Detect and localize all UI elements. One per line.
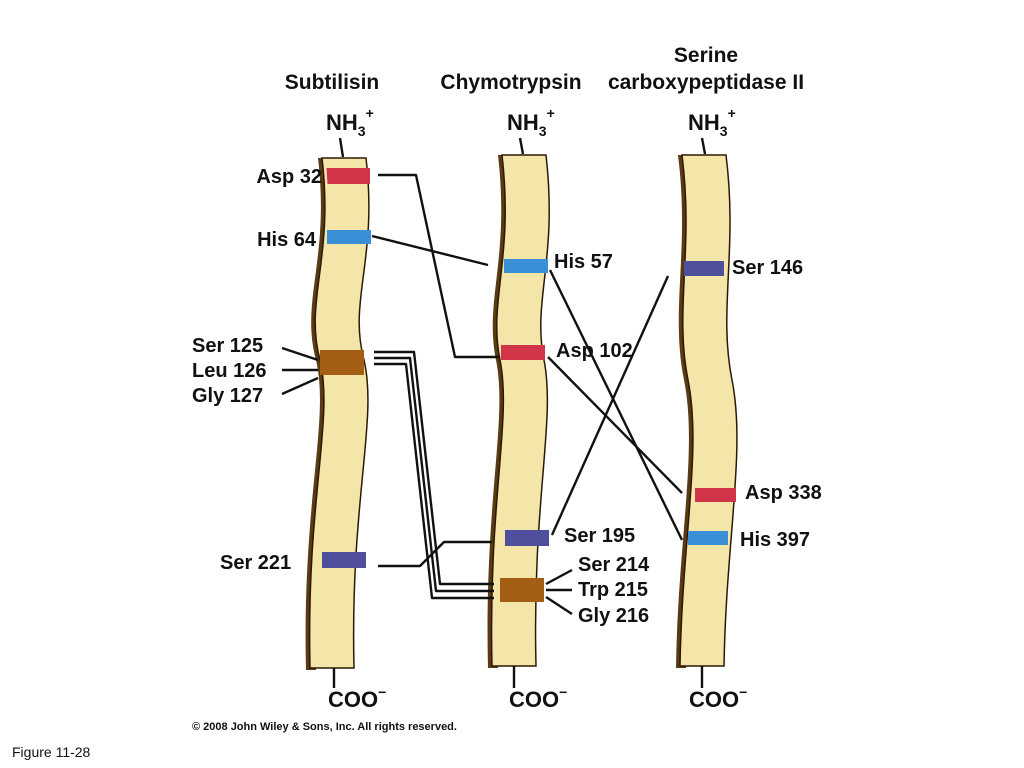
title-serine: Serine — [674, 44, 738, 67]
c-terminus-chymotrypsin: COO− — [509, 684, 567, 712]
label-ser221: Ser 221 — [220, 552, 291, 574]
connector-lines — [371, 173, 684, 600]
band-asp102 — [501, 345, 545, 360]
label-ser125: Ser 125 — [192, 335, 263, 357]
svg-text:NH3+: NH3+ — [326, 105, 374, 139]
n-terminus-carboxypeptidase: NH3+ — [688, 105, 736, 139]
strand-subtilisin — [305, 157, 371, 670]
leader-ser214 — [545, 568, 573, 586]
strand-chymotrypsin — [487, 154, 550, 668]
n-tick-chymotrypsin — [518, 137, 525, 155]
label-his57: His 57 — [554, 251, 613, 273]
band-ser195 — [505, 530, 549, 546]
label-trp215: Trp 215 — [578, 579, 648, 601]
band-ser146 — [684, 261, 724, 276]
title-carboxypeptidase: carboxypeptidase II — [608, 71, 804, 94]
title-chymotrypsin: Chymotrypsin — [440, 71, 581, 94]
n-terminus-subtilisin: NH3+ — [326, 105, 374, 139]
svg-text:NH3+: NH3+ — [688, 105, 736, 139]
label-ser195: Ser 195 — [564, 525, 635, 547]
n-tick-carboxypeptidase — [700, 137, 707, 155]
band-his64 — [327, 230, 371, 244]
svg-text:NH3+: NH3+ — [507, 105, 555, 139]
band-his397 — [688, 531, 728, 545]
c-terminus-subtilisin: COO− — [328, 684, 386, 712]
label-asp32: Asp 32 — [256, 166, 322, 188]
figure-caption: Figure 11-28 — [12, 744, 91, 760]
label-his397: His 397 — [740, 529, 810, 551]
label-ser214: Ser 214 — [578, 554, 650, 576]
band-ser214-gly216 — [500, 578, 544, 602]
label-ser146: Ser 146 — [732, 257, 803, 279]
leader-gly216 — [545, 595, 573, 616]
strand-carboxypeptidase — [676, 154, 738, 668]
band-asp32 — [326, 168, 370, 184]
leader-gly127 — [281, 376, 319, 396]
svg-text:COO−: COO− — [328, 684, 386, 712]
label-leu126: Leu 126 — [192, 360, 266, 382]
label-asp102: Asp 102 — [556, 340, 633, 362]
c-terminus-carboxypeptidase: COO− — [689, 684, 747, 712]
n-terminus-chymotrypsin: NH3+ — [507, 105, 555, 139]
leader-ser125 — [281, 346, 319, 362]
band-asp338 — [695, 488, 736, 502]
label-asp338: Asp 338 — [745, 482, 822, 504]
title-subtilisin: Subtilisin — [285, 71, 380, 94]
band-his57 — [504, 259, 548, 273]
copyright-notice: © 2008 John Wiley & Sons, Inc. All right… — [192, 721, 457, 733]
n-tick-subtilisin — [338, 137, 345, 158]
label-gly216: Gly 216 — [578, 605, 649, 627]
band-ser221 — [322, 552, 366, 568]
label-gly127: Gly 127 — [192, 385, 263, 407]
svg-text:COO−: COO− — [689, 684, 747, 712]
band-ser125-gly127 — [320, 350, 364, 375]
svg-text:COO−: COO− — [509, 684, 567, 712]
label-his64: His 64 — [257, 229, 317, 251]
